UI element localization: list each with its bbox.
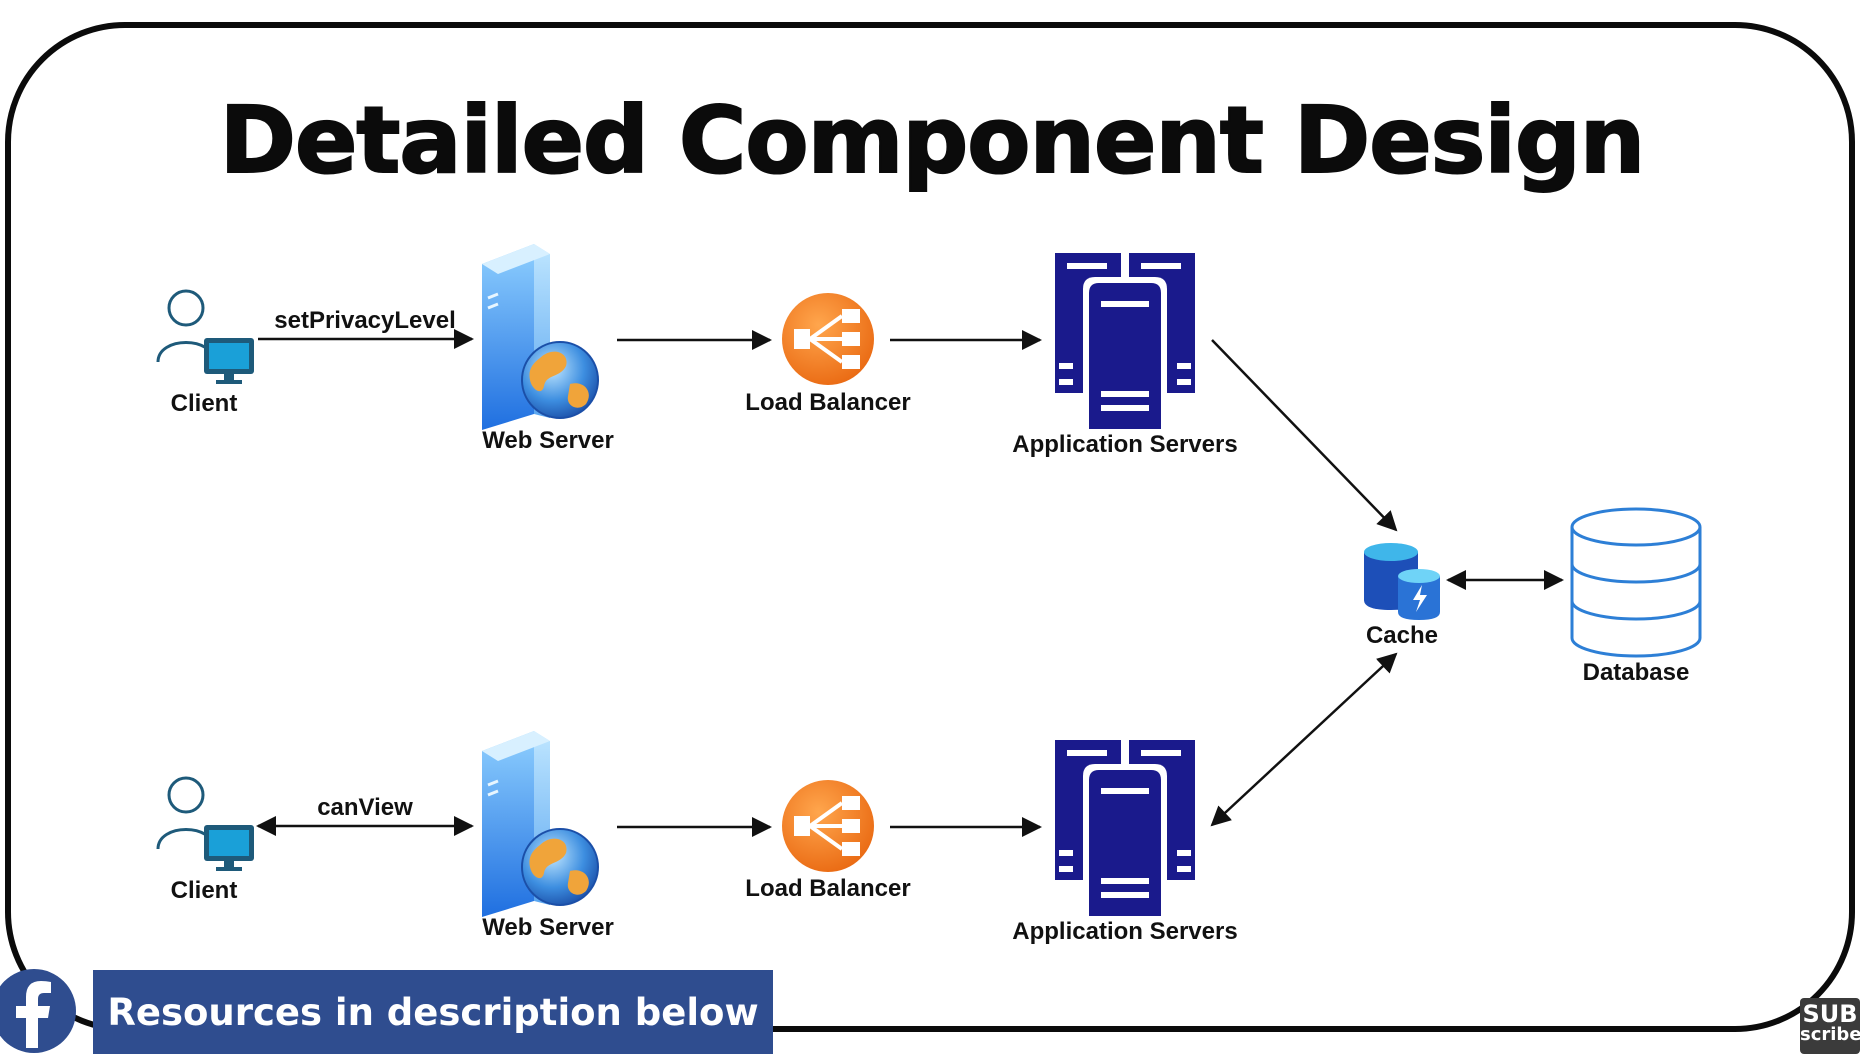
edge-label-canview: canView: [317, 794, 413, 821]
app-servers-bottom-icon: [1055, 740, 1195, 916]
client-top-label: Client: [171, 390, 238, 417]
load-balancer-top-icon: [780, 291, 876, 387]
database-label: Database: [1583, 659, 1690, 686]
cache-icon: [1364, 543, 1440, 620]
subscribe-line2: scribe: [1800, 1024, 1862, 1045]
client-bottom-label: Client: [171, 877, 238, 904]
resources-banner[interactable]: Resources in description below: [93, 970, 773, 1054]
edge-app-cache-top: [1211, 339, 1398, 532]
app-servers-bottom-label: Application Servers: [1012, 918, 1237, 945]
app-servers-top-icon: [1055, 253, 1195, 429]
client-top-icon: [156, 289, 256, 386]
load-balancer-top-label: Load Balancer: [745, 389, 910, 416]
facebook-icon[interactable]: [0, 968, 78, 1054]
page-title: Detailed Component Design: [219, 87, 1647, 194]
diagram-frame: [5, 22, 1855, 1032]
client-bottom-icon: [156, 776, 256, 873]
load-balancer-bottom-icon: [780, 778, 876, 874]
web-server-bottom-icon: [480, 729, 600, 919]
web-server-bottom-label: Web Server: [482, 914, 614, 941]
edge-app-cache-bottom: [1210, 652, 1398, 827]
app-servers-top-label: Application Servers: [1012, 431, 1237, 458]
web-server-top-icon: [480, 242, 600, 432]
edge-label-setprivacylevel: setPrivacyLevel: [274, 307, 455, 334]
cache-label: Cache: [1366, 622, 1438, 649]
load-balancer-bottom-label: Load Balancer: [745, 875, 910, 902]
database-icon: [1570, 507, 1702, 658]
subscribe-button[interactable]: SUB scribe: [1800, 998, 1862, 1054]
subscribe-line1: SUB: [1802, 1000, 1858, 1028]
web-server-top-label: Web Server: [482, 427, 614, 454]
